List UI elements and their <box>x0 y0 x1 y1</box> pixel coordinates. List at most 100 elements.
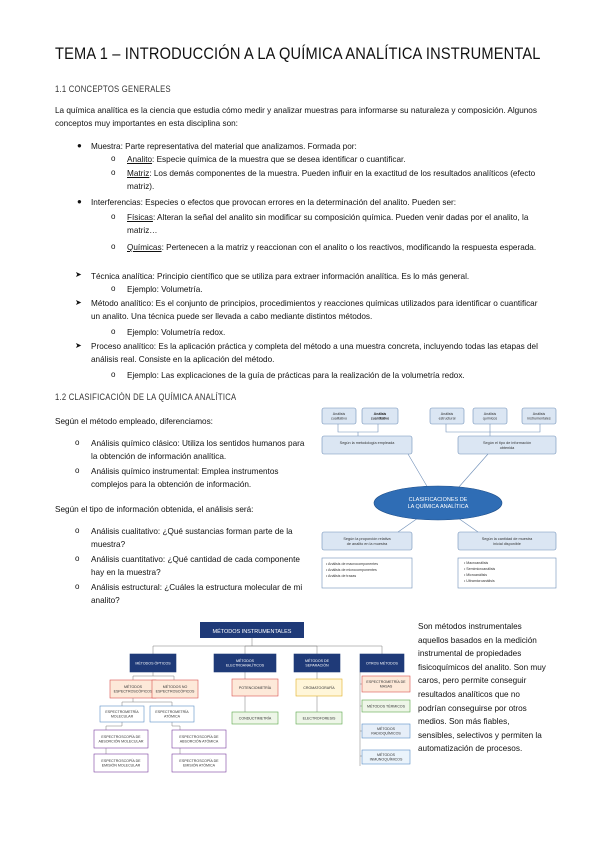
diagram1-bot-left: Según la proporción relativa <box>343 537 391 541</box>
diagram1-top-left: Análisis <box>374 412 387 416</box>
diagram1-list-left-item: • Análisis de microcomponentes <box>326 568 377 572</box>
diagram2-separation-box <box>295 678 343 697</box>
matriz-text: : Los demás componentes de la muestra. P… <box>127 169 536 191</box>
instrumental-methods-diagram: MÉTODOS INSTRUMENTALES MÉTODOS ÓPTICOS MÉ… <box>93 622 411 773</box>
circle-bullet-icon: o <box>111 168 116 177</box>
estructural-item: Análisis estructural: ¿Cuáles la estruct… <box>91 583 303 605</box>
proceso-item: Proceso analítico: Es la aplicación prác… <box>91 342 538 364</box>
interferencias-item: Interferencias: Especies o efectos que p… <box>91 198 457 207</box>
diagram2-level1-box <box>129 653 177 673</box>
diagram1-list-left-item: • Análisis de trazas <box>326 574 356 578</box>
bullet-icon: ● <box>77 197 82 206</box>
fisicas-text: : Alteran la señal del analito sin modif… <box>127 213 529 235</box>
diagram1-list-right-item: • Microanálisis <box>464 573 487 577</box>
diagram2-level1-box <box>293 653 341 673</box>
diagram2-molecular: ESPECTROSCOPÍA DE <box>101 759 141 763</box>
diagram2-root: MÉTODOS INSTRUMENTALES <box>213 628 292 635</box>
diagram2-espectro-box <box>99 705 145 723</box>
section-heading-2: 1.2 CLASIFICACIÓN DE LA QUÍMICA ANALÍTIC… <box>55 392 237 402</box>
diagram2-optical: MÉTODOS NO <box>163 684 188 689</box>
analito-text: : Especie química de la muestra que se d… <box>152 155 406 164</box>
diagram1-bot-left: de analito en la muestra <box>347 542 388 546</box>
diagram2-others-box <box>361 699 411 713</box>
circle-bullet-icon: o <box>111 212 116 221</box>
diagram2-optical: ESPECTROSCÓPICOS <box>156 689 195 694</box>
diagram2-level1: MÉTODOS <box>236 658 255 663</box>
diagram2-atomic: ESPECTROSCOPÍA DE <box>179 759 219 763</box>
metodo-item: Método analítico: Es el conjunto de prin… <box>91 299 538 321</box>
diagram1-list-left-item: • Análisis de macrocomponentes <box>326 562 378 566</box>
segun-tipo: Según el tipo de información obtenida, e… <box>55 505 254 514</box>
circle-bullet-icon: o <box>75 582 80 591</box>
cualitativo-item: Análisis cualitativo: ¿Qué sustancias fo… <box>91 527 293 549</box>
diagram2-level1: OTROS MÉTODOS <box>366 661 398 666</box>
diagram2-separation-box <box>295 711 343 725</box>
diagram2-electro: CONDUCTIMETRÍA <box>239 717 272 721</box>
diagram1-bot-right: Según la cantidad de muestra <box>482 537 533 541</box>
fisicas-item: Físicas: Alteran la señal del analito si… <box>127 211 547 237</box>
diagram2-others: MÉTODOS <box>377 726 396 731</box>
diagram2-level1: ELECTROANALÍTICOS <box>226 664 265 668</box>
diagram2-others: RADIOQUÍMICOS <box>371 732 401 736</box>
diagram1-mid-left: Según la metodología empleada <box>340 441 396 445</box>
metodo-example: Ejemplo: Volumetría redox. <box>127 328 226 337</box>
proceso-example: Ejemplo: Las explicaciones de la guía de… <box>127 371 465 380</box>
circle-bullet-icon: o <box>111 284 116 293</box>
intro-paragraph: La química analítica es la ciencia que e… <box>55 106 537 128</box>
circle-bullet-icon: o <box>75 554 80 563</box>
circle-bullet-icon: o <box>75 466 80 475</box>
diagram2-others: INMUNOQUÍMICOS <box>370 758 403 762</box>
diagram1-top-right: instrumentales <box>527 417 551 421</box>
diagram2-electro-box <box>231 711 279 725</box>
diagram2-atomic: ABSORCIÓN ATÓMICA <box>180 739 219 744</box>
diagram1-top-right: Análisis <box>484 412 497 416</box>
diagram1-top-left: Análisis <box>333 412 346 416</box>
diagram2-optical: ESPECTROSCÓPICOS <box>114 689 153 694</box>
circle-bullet-icon: o <box>111 242 116 251</box>
diagram2-level1-box <box>213 653 277 673</box>
diagram2-atomic: ESPECTROSCOPÍA DE <box>179 735 219 739</box>
diagram2-atomic-box <box>171 753 227 773</box>
diagram2-level1-box <box>359 653 405 673</box>
quimicas-item: Químicas: Pertenecen a la matriz y reacc… <box>127 241 547 254</box>
diagram2-separation: ELECTROFORESIS <box>303 717 336 721</box>
analito-item: Analito: Especie química de la muestra q… <box>127 153 547 166</box>
diagram2-others: MASAS <box>380 685 393 689</box>
diagram2-level1: MÉTODOS ÓPTICOS <box>135 661 171 666</box>
instrumental-item: Análisis químico instrumental: Emplea in… <box>91 467 279 489</box>
diagram1-top-left: Análisis <box>441 412 454 416</box>
analito-term: Analito <box>127 155 153 164</box>
diagram2-others-box <box>361 675 411 693</box>
diagram1-list-right-item: • Semimicroanálisis <box>464 567 495 571</box>
diagram1-top-left: cuantitativo <box>371 417 389 421</box>
diagram1-top-right: químicos <box>483 417 498 421</box>
side-paragraph: Son métodos instrumentales aquellos basa… <box>418 622 546 754</box>
quimicas-text: : Pertenecen a la matriz y reaccionan co… <box>161 243 537 252</box>
diagram2-molecular: ABSORCIÓN MOLECULAR <box>99 739 144 744</box>
diagram2-level1: SEPARACIÓN <box>305 663 329 668</box>
diagram2-molecular-box <box>93 729 149 749</box>
diagram2-electro: POTENCIOMETRÍA <box>239 686 272 690</box>
circle-bullet-icon: o <box>75 526 80 535</box>
cuantitativo-item: Análisis cuantitativo: ¿Qué cantidad de … <box>91 555 300 577</box>
diagram2-others: ESPECTROMETRÍA DE <box>366 680 406 684</box>
diagram1-top-left: cuantitativo <box>371 417 389 421</box>
diagram1-list-right-item: • Ultramicroanálisis <box>464 579 495 583</box>
quimicas-term: Químicas <box>127 243 162 252</box>
diagram2-espectro: ESPECTROMETRÍA <box>105 710 139 714</box>
fisicas-term: Físicas <box>127 213 153 222</box>
diagram1-top-right: Análisis <box>533 412 546 416</box>
classification-diagram: CLASIFICACIONES DE LA QUÍMICA ANALÍTICA … <box>321 407 557 589</box>
diagram1-mid-right: Según el tipo de información <box>483 441 531 445</box>
diagram2-others: MÉTODOS TÉRMICOS <box>367 704 406 709</box>
diagram1-top-left: Análisis <box>374 412 387 416</box>
diagram2-molecular-box <box>93 753 149 773</box>
diagram2-espectro: MOLECULAR <box>111 715 134 719</box>
arrow-bullet-icon: ➤ <box>75 270 82 279</box>
diagram2-molecular: ESPECTROSCOPÍA DE <box>101 735 141 739</box>
diagram1-center-line2: LA QUÍMICA ANALÍTICA <box>408 503 469 510</box>
circle-bullet-icon: o <box>111 370 116 379</box>
circle-bullet-icon: o <box>111 327 116 336</box>
arrow-bullet-icon: ➤ <box>75 341 82 350</box>
